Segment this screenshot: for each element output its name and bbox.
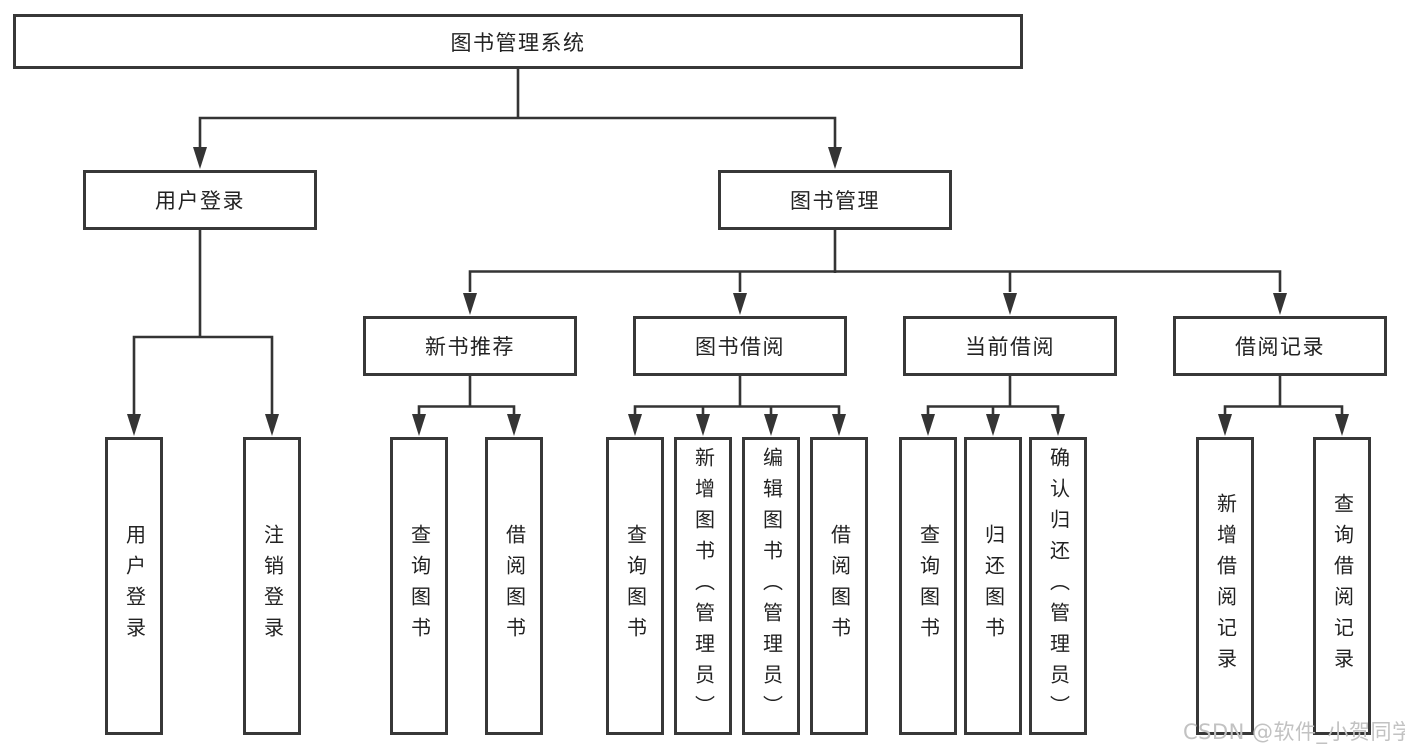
leaf-query-books-current: 查询图书 [899,437,957,735]
connector-book-management-to-level3 [463,230,1287,315]
leaf-add-borrow-record: 新增借阅记录 [1196,437,1254,735]
connector-user-login-to-leaves [127,230,279,436]
connector-book-borrow-to-leaves [628,376,846,436]
connector-root-to-level2 [193,69,842,169]
leaf-user-login-label: 用户登录 [122,524,147,648]
leaf-query-borrow-record: 查询借阅记录 [1313,437,1371,735]
node-root-label: 图书管理系统 [450,30,586,55]
node-book-borrow: 图书借阅 [633,316,847,376]
leaf-confirm-return-admin-label: 确认归还（管理员） [1046,446,1071,726]
node-borrow-records: 借阅记录 [1173,316,1387,376]
leaf-borrow-books-borrow-label: 借阅图书 [827,524,852,648]
connector-new-book-to-leaves [412,376,521,436]
connector-borrow-records-to-leaves [1218,376,1349,436]
leaf-add-book-admin: 新增图书（管理员） [674,437,732,735]
node-borrow-records-label: 借阅记录 [1235,335,1325,359]
node-user-login-label: 用户登录 [155,189,245,213]
leaf-add-borrow-record-label: 新增借阅记录 [1213,493,1238,679]
node-current-borrow: 当前借阅 [903,316,1117,376]
leaf-logout-label: 注销登录 [260,524,285,648]
csdn-watermark: CSDN @软件_小贺同学 [1183,720,1405,744]
leaf-edit-book-admin-label: 编辑图书（管理员） [759,446,784,726]
leaf-query-books-recommend: 查询图书 [390,437,448,735]
node-root: 图书管理系统 [13,14,1023,69]
node-book-management: 图书管理 [718,170,952,230]
leaf-return-book-label: 归还图书 [981,524,1006,648]
leaf-query-borrow-record-label: 查询借阅记录 [1330,493,1355,679]
leaf-query-books-borrow: 查询图书 [606,437,664,735]
leaf-confirm-return-admin: 确认归还（管理员） [1029,437,1087,735]
node-new-book-recommend: 新书推荐 [363,316,577,376]
leaf-add-book-admin-label: 新增图书（管理员） [691,446,716,726]
leaf-borrow-books-recommend: 借阅图书 [485,437,543,735]
leaf-borrow-books-borrow: 借阅图书 [810,437,868,735]
leaf-user-login: 用户登录 [105,437,163,735]
leaf-return-book: 归还图书 [964,437,1022,735]
leaf-query-books-borrow-label: 查询图书 [623,524,648,648]
leaf-query-books-recommend-label: 查询图书 [407,524,432,648]
node-new-book-recommend-label: 新书推荐 [425,335,515,359]
node-current-borrow-label: 当前借阅 [965,335,1055,359]
node-book-management-label: 图书管理 [790,189,880,213]
leaf-logout: 注销登录 [243,437,301,735]
connector-current-borrow-to-leaves [921,376,1065,436]
leaf-edit-book-admin: 编辑图书（管理员） [742,437,800,735]
leaf-borrow-books-recommend-label: 借阅图书 [502,524,527,648]
node-book-borrow-label: 图书借阅 [695,335,785,359]
leaf-query-books-current-label: 查询图书 [916,524,941,648]
node-user-login: 用户登录 [83,170,317,230]
